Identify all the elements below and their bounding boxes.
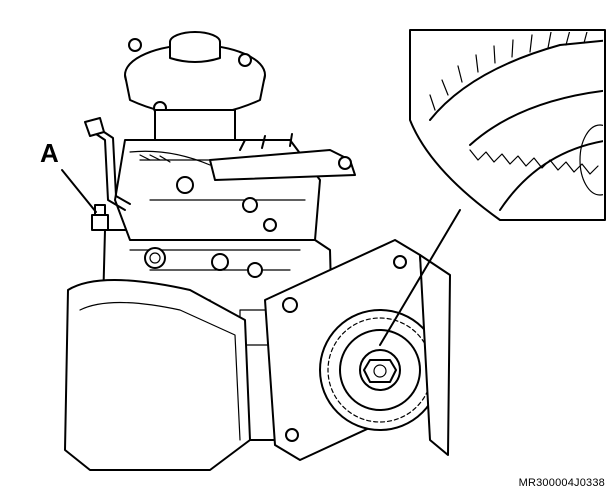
callout-a-leader xyxy=(61,169,97,213)
front-housing xyxy=(64,279,251,471)
reference-code: MR300004J0338 xyxy=(518,477,605,489)
fuel-pipe xyxy=(84,117,131,211)
inset-leader xyxy=(379,209,461,346)
gear-detail-inset xyxy=(409,29,606,221)
diaphragm-cover xyxy=(124,31,266,141)
drive-gear xyxy=(319,309,441,431)
rear-housing xyxy=(419,254,451,456)
fitting-a xyxy=(91,204,109,231)
control-lever xyxy=(129,133,356,181)
callout-label-a: A xyxy=(40,138,59,168)
